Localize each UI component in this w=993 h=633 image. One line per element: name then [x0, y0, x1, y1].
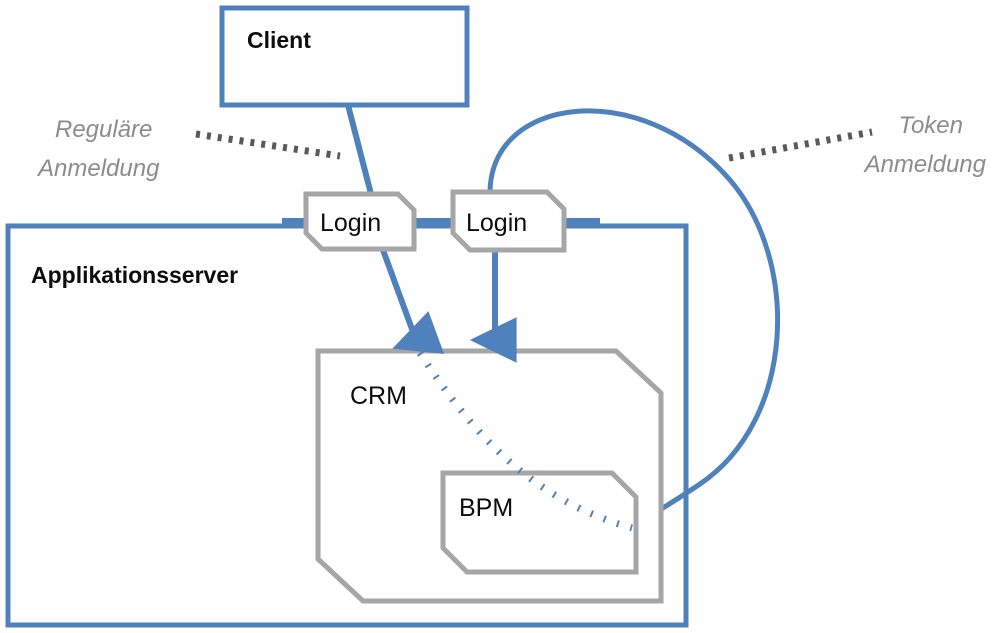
node-bpm[interactable]	[440, 470, 639, 575]
connector-login-left-to-crm	[380, 248, 445, 354]
node-client[interactable]	[219, 5, 470, 108]
node-label-crm: CRM	[350, 382, 407, 410]
leader-line-token-login	[728, 128, 873, 162]
node-label-login-right: Login	[466, 209, 527, 237]
node-label-client: Client	[247, 27, 311, 53]
annotation-token-login-line1: Token	[899, 112, 964, 139]
node-label-bpm: BPM	[459, 494, 513, 522]
connector-client-to-login-left	[345, 104, 374, 195]
node-label-login-left: Login	[320, 209, 381, 237]
annotation-token-login-line2: Anmeldung	[863, 151, 987, 178]
connector-token-arc	[487, 108, 781, 530]
node-label-applikationsserver: Applikationsserver	[31, 262, 238, 288]
node-login-right[interactable]	[450, 189, 567, 253]
node-login-left[interactable]	[303, 191, 417, 252]
annotation-regular-login-line1: Reguläre	[55, 116, 152, 143]
annotation-regular-login-line2: Anmeldung	[36, 155, 160, 182]
leader-line-regular-login	[195, 130, 341, 160]
